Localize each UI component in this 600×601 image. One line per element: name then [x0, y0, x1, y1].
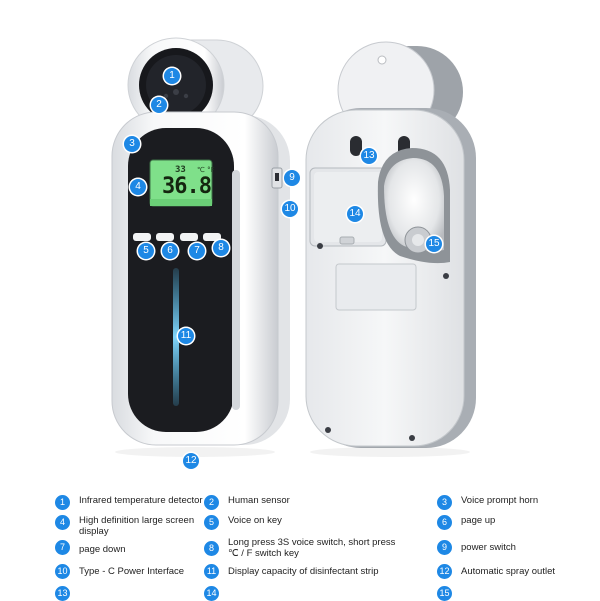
callout-badge-10: 10 — [282, 201, 298, 217]
callout-badge-1: 1 — [164, 68, 180, 84]
legend-number: 8 — [204, 541, 219, 556]
legend-item: 3 Voice prompt horn — [437, 495, 597, 510]
legend-item: 8 Long press 3S voice switch, short pres… — [204, 537, 404, 559]
back-view — [305, 41, 476, 457]
legend-item: 2 Human sensor — [204, 495, 404, 510]
legend-text: Voice on key — [228, 515, 282, 526]
legend-item: 7 page down — [55, 540, 203, 555]
legend-item: 9 power switch — [437, 540, 597, 555]
legend-item: 11 Display capacity of disinfectant stri… — [204, 564, 404, 579]
spray-cup — [377, 148, 450, 264]
callout-badge-7: 7 — [189, 243, 205, 259]
feature-legend: 1 Infrared temperature detector 2 Human … — [0, 490, 600, 601]
legend-text: page up — [461, 515, 496, 526]
legend-text: Human sensor — [228, 495, 290, 506]
legend-number: 6 — [437, 515, 452, 530]
legend-number: 3 — [437, 495, 452, 510]
legend-number: 4 — [55, 515, 70, 530]
lcd-ambient-reading: 33 — [175, 165, 186, 175]
callout-badge-12: 12 — [183, 453, 199, 469]
callout-badge-15: 15 — [426, 236, 442, 252]
callout-badge-14: 14 — [347, 206, 363, 222]
legend-text: Display capacity of disinfectant strip — [228, 566, 379, 577]
legend-text: Infrared temperature detector — [79, 495, 203, 506]
callout-badge-3: 3 — [124, 136, 140, 152]
legend-number: 9 — [437, 540, 452, 555]
legend-item: 5 Voice on key — [204, 515, 404, 530]
legend-text: page down — [79, 544, 126, 555]
legend-number: 10 — [55, 564, 70, 579]
callout-badge-5: 5 — [138, 243, 154, 259]
lcd-unit-indicator: ℃ °F — [197, 166, 215, 174]
legend-text: Type - C Power Interface — [79, 566, 185, 577]
legend-number: 5 — [204, 515, 219, 530]
legend-item: 13 — [55, 586, 203, 601]
device-illustration — [111, 37, 476, 457]
legend-number: 1 — [55, 495, 70, 510]
legend-text: Automatic spray outlet — [461, 566, 555, 577]
legend-item: 4 High definition large screen display — [55, 515, 203, 537]
callout-badge-2: 2 — [151, 97, 167, 113]
legend-item: 14 — [204, 586, 404, 601]
front-body — [111, 111, 290, 457]
legend-number: 13 — [55, 586, 70, 601]
legend-number: 11 — [204, 564, 219, 579]
callout-badge-9: 9 — [284, 170, 300, 186]
legend-number: 15 — [437, 586, 452, 601]
legend-text: Long press 3S voice switch, short press … — [228, 537, 396, 559]
legend-item: 10 Type - C Power Interface — [55, 564, 203, 579]
legend-item: 15 — [437, 586, 597, 601]
legend-item: 1 Infrared temperature detector — [55, 495, 205, 510]
legend-number: 7 — [55, 540, 70, 555]
callout-badge-8: 8 — [213, 240, 229, 256]
legend-number: 2 — [204, 495, 219, 510]
callout-badge-11: 11 — [178, 328, 194, 344]
legend-text: Voice prompt horn — [461, 495, 539, 506]
legend-text: power switch — [461, 542, 516, 553]
callout-badge-6: 6 — [162, 243, 178, 259]
callout-badge-13: 13 — [361, 148, 377, 164]
front-view — [111, 37, 290, 457]
legend-number: 12 — [437, 564, 452, 579]
battery-cover — [309, 167, 387, 247]
legend-item: 6 page up — [437, 515, 597, 530]
lcd-temperature-reading: 36.8 — [162, 174, 212, 199]
legend-item: 12 Automatic spray outlet — [437, 564, 597, 579]
callout-badge-4: 4 — [130, 179, 146, 195]
legend-text: High definition large screen display — [79, 515, 195, 537]
legend-number: 14 — [204, 586, 219, 601]
